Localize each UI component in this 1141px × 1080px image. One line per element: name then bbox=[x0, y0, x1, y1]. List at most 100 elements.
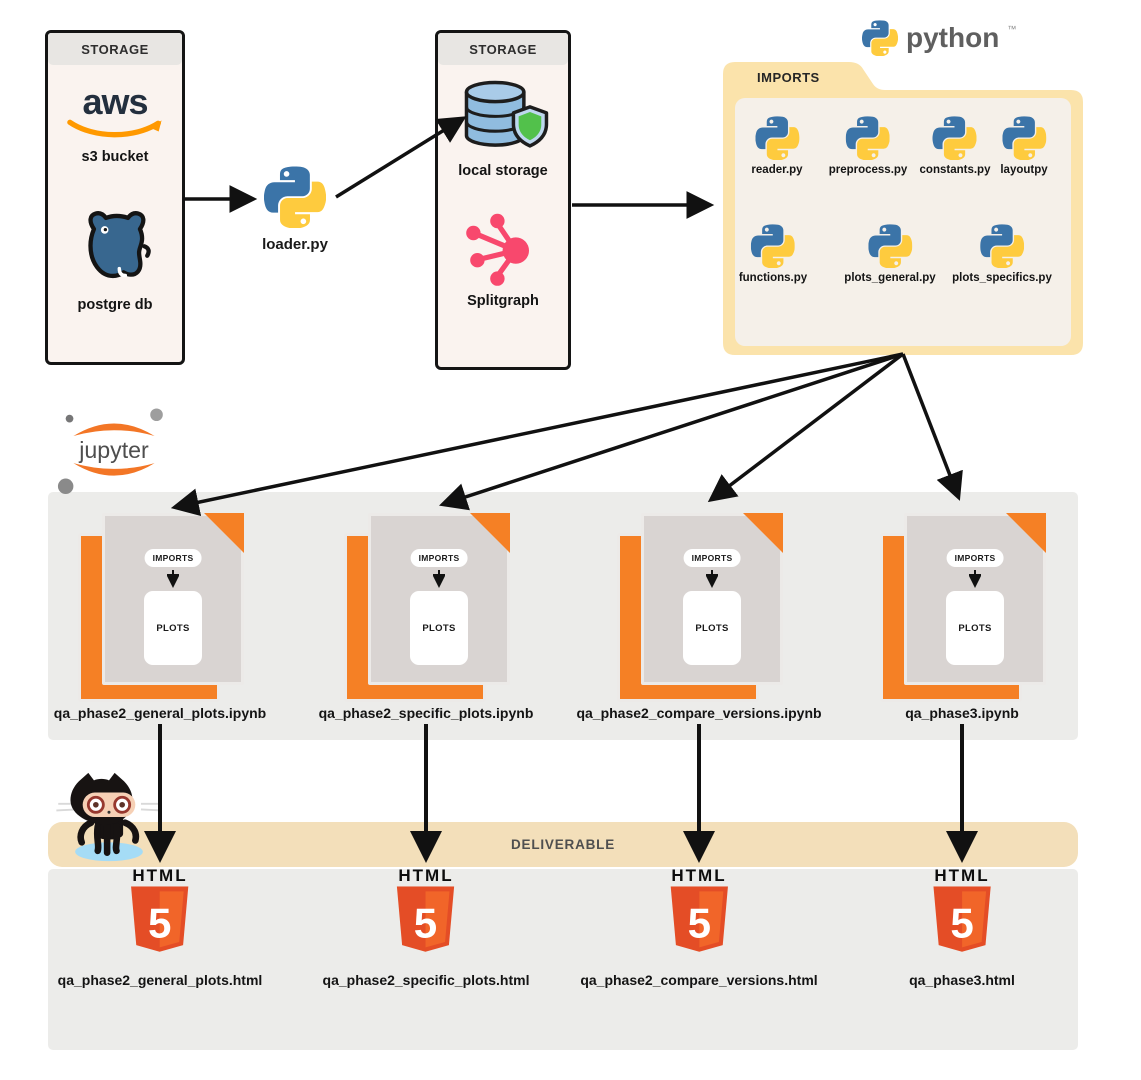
html-output-2: HTML 5 qa_phase2_specific_plots.html bbox=[323, 866, 530, 988]
notebook-plots-box: PLOTS bbox=[144, 591, 202, 665]
deliverables-area bbox=[48, 869, 1078, 1050]
aws-logo: aws bbox=[82, 81, 148, 122]
splitgraph-label: Splitgraph bbox=[467, 293, 539, 309]
notebook-imports-pill: IMPORTS bbox=[144, 549, 202, 567]
loader-script: loader.py bbox=[240, 166, 350, 253]
jupyter-logo: jupyter bbox=[57, 408, 163, 495]
html-wordmark: HTML bbox=[398, 866, 454, 885]
postgresql-icon bbox=[72, 205, 158, 291]
python-icon bbox=[1002, 116, 1046, 160]
python-icon bbox=[980, 224, 1024, 268]
html-filename: qa_phase3.html bbox=[909, 972, 1015, 988]
html-wordmark: HTML bbox=[671, 866, 727, 885]
loader-label: loader.py bbox=[262, 236, 328, 253]
splitgraph-item: Splitgraph bbox=[438, 209, 568, 309]
storage-box-sources: STORAGE aws s3 bucket postgre db bbox=[45, 30, 185, 365]
html5-shield-icon: 5 bbox=[667, 886, 731, 960]
notebook-card-1: IMPORTS PLOTS qa_phase2_general_plots.ip… bbox=[54, 513, 266, 725]
pyfile-plots-specifics: plots_specifics.py bbox=[952, 224, 1052, 284]
html5-shield-icon: 5 bbox=[930, 886, 994, 960]
pyfile-functions: functions.py bbox=[739, 224, 807, 284]
imports-to-plots-arrow bbox=[167, 570, 179, 588]
aws-smile-icon bbox=[67, 119, 162, 138]
imports-to-plots-arrow bbox=[969, 570, 981, 588]
notebook-imports-pill: IMPORTS bbox=[946, 549, 1004, 567]
python-wordmark: python bbox=[906, 22, 1000, 53]
postgres-item: postgre db bbox=[48, 205, 182, 313]
html-output-1: HTML 5 qa_phase2_general_plots.html bbox=[58, 866, 263, 988]
pyfile-plots-general: plots_general.py bbox=[844, 224, 936, 284]
notebook-imports-pill: IMPORTS bbox=[410, 549, 468, 567]
notebook-filename: qa_phase2_general_plots.ipynb bbox=[53, 705, 267, 721]
python-icon bbox=[751, 224, 795, 268]
pyfile-constants: constants.py bbox=[919, 116, 991, 176]
html5-shield-icon: 5 bbox=[128, 886, 192, 960]
html-filename: qa_phase2_specific_plots.html bbox=[322, 972, 530, 988]
pyfile-label: reader.py bbox=[751, 164, 803, 176]
storage-box-local: STORAGE local storage Splitgraph bbox=[435, 30, 571, 370]
arrow-imports-to-nb1 bbox=[170, 352, 904, 517]
storage-header: STORAGE bbox=[48, 33, 182, 65]
python-brand: python ™ bbox=[862, 20, 1016, 56]
notebook-imports-pill: IMPORTS bbox=[683, 549, 741, 567]
html-filename: qa_phase2_compare_versions.html bbox=[580, 972, 818, 988]
storage-header: STORAGE bbox=[438, 33, 568, 65]
jupyter-wordmark: jupyter bbox=[78, 437, 149, 463]
jupyter-top-arc bbox=[73, 423, 155, 437]
notebook-plots-box: PLOTS bbox=[946, 591, 1004, 665]
html-output-4: HTML 5 qa_phase3.html bbox=[909, 866, 1015, 988]
pyfile-layout: layoutpy bbox=[1000, 116, 1048, 176]
notebook-filename: qa_phase2_compare_versions.ipynb bbox=[576, 705, 822, 721]
postgres-label: postgre db bbox=[77, 297, 153, 313]
imports-folder bbox=[723, 62, 1083, 355]
local-storage-label: local storage bbox=[458, 163, 548, 179]
html-output-3: HTML 5 qa_phase2_compare_versions.html bbox=[580, 866, 817, 988]
trademark-symbol: ™ bbox=[1007, 24, 1017, 34]
python-icon bbox=[868, 224, 912, 268]
pyfile-label: layoutpy bbox=[1000, 164, 1048, 176]
python-icon bbox=[264, 166, 326, 228]
notebook-plots-box: PLOTS bbox=[683, 591, 741, 665]
imports-to-plots-arrow bbox=[433, 570, 445, 588]
arrow-imports-to-nb3 bbox=[707, 352, 905, 503]
pyfile-preprocess: preprocess.py bbox=[828, 116, 908, 176]
python-icon bbox=[755, 116, 799, 160]
pyfile-label: plots_general.py bbox=[844, 272, 936, 284]
aws-s3-item: aws s3 bucket bbox=[48, 81, 182, 165]
splitgraph-icon bbox=[463, 209, 543, 289]
local-storage-item: local storage bbox=[438, 79, 568, 179]
arrow-imports-to-nb2 bbox=[439, 352, 904, 511]
html-wordmark: HTML bbox=[132, 866, 188, 885]
storage-header-label: STORAGE bbox=[81, 41, 149, 57]
python-icon bbox=[846, 116, 890, 160]
html5-shield-icon: 5 bbox=[394, 886, 458, 960]
html5-number: 5 bbox=[687, 900, 710, 947]
python-icon bbox=[862, 20, 898, 56]
pyfile-label: constants.py bbox=[919, 164, 991, 176]
pyfile-label: functions.py bbox=[738, 272, 808, 284]
notebook-card-3: IMPORTS PLOTS qa_phase2_compare_versions… bbox=[576, 513, 822, 725]
jupyter-bottom-arc bbox=[73, 463, 155, 476]
pyfile-label: plots_specifics.py bbox=[952, 272, 1052, 284]
s3-bucket-label: s3 bucket bbox=[81, 149, 149, 165]
notebook-card-2: IMPORTS PLOTS qa_phase2_specific_plots.i… bbox=[319, 513, 533, 725]
storage-header-label: STORAGE bbox=[469, 41, 537, 57]
pyfile-reader: reader.py bbox=[751, 116, 803, 176]
deliverable-band: DELIVERABLE bbox=[48, 822, 1078, 867]
local-storage-icon bbox=[454, 79, 552, 159]
notebook-plots-box: PLOTS bbox=[410, 591, 468, 665]
github-octocat-icon bbox=[56, 772, 162, 862]
notebook-card-4: IMPORTS PLOTS qa_phase3.ipynb bbox=[880, 513, 1046, 725]
notebook-filename: qa_phase3.ipynb bbox=[905, 705, 1019, 721]
html5-number: 5 bbox=[148, 900, 171, 947]
deliverable-label: DELIVERABLE bbox=[510, 837, 616, 852]
arrow-imports-to-nb4 bbox=[901, 353, 963, 501]
html5-number: 5 bbox=[414, 900, 437, 947]
imports-to-plots-arrow bbox=[706, 570, 718, 588]
imports-folder-header: IMPORTS bbox=[757, 70, 820, 85]
html-filename: qa_phase2_general_plots.html bbox=[57, 972, 263, 988]
pyfile-label: preprocess.py bbox=[828, 164, 908, 176]
html5-number: 5 bbox=[950, 900, 973, 947]
notebook-filename: qa_phase2_specific_plots.ipynb bbox=[318, 705, 534, 721]
